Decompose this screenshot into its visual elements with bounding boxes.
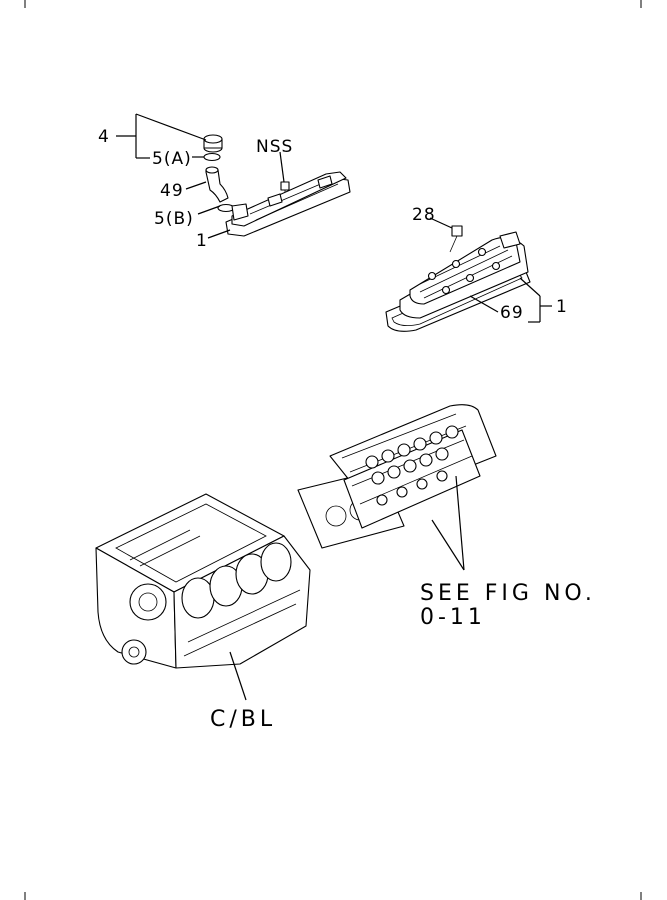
crankshaft-flange [129, 583, 167, 621]
callout-49: 49 [160, 181, 184, 201]
left-valve-cover-assembly: 4 5(A) NSS 49 5(B) 1 [98, 113, 351, 251]
cylinder-bores [181, 542, 292, 619]
see-fig-label-line1: SEE FIG NO. [420, 581, 596, 606]
callout-1-right: 1 [556, 297, 568, 317]
callout-5a: 5(A) [152, 149, 192, 169]
cylinder-block: C/BL [95, 493, 311, 732]
right-leader-lines [469, 277, 552, 323]
valve-springs [365, 425, 459, 506]
filler-tube [205, 166, 229, 203]
o-ring-a [203, 152, 221, 162]
bolt-28 [429, 217, 463, 253]
callout-1-left: 1 [196, 231, 208, 251]
callout-5b: 5(B) [154, 209, 194, 229]
o-ring-b [217, 203, 235, 213]
oil-filler-cap [203, 134, 223, 153]
left-valve-cover [225, 171, 351, 237]
callout-nss: NSS [256, 137, 293, 157]
cbl-label: C/BL [210, 707, 276, 732]
right-valve-cover-assembly: 28 69 1 [385, 205, 568, 332]
callout-69: 69 [500, 303, 524, 323]
right-valve-cover [399, 231, 529, 319]
callout-4: 4 [98, 127, 110, 147]
cylinder-heads: SEE FIG NO. 0-11 [297, 404, 596, 630]
crop-marks [24, 0, 642, 900]
callout-28: 28 [412, 205, 436, 225]
see-fig-label-line2: 0-11 [420, 605, 486, 630]
left-leader-lines [116, 113, 285, 239]
